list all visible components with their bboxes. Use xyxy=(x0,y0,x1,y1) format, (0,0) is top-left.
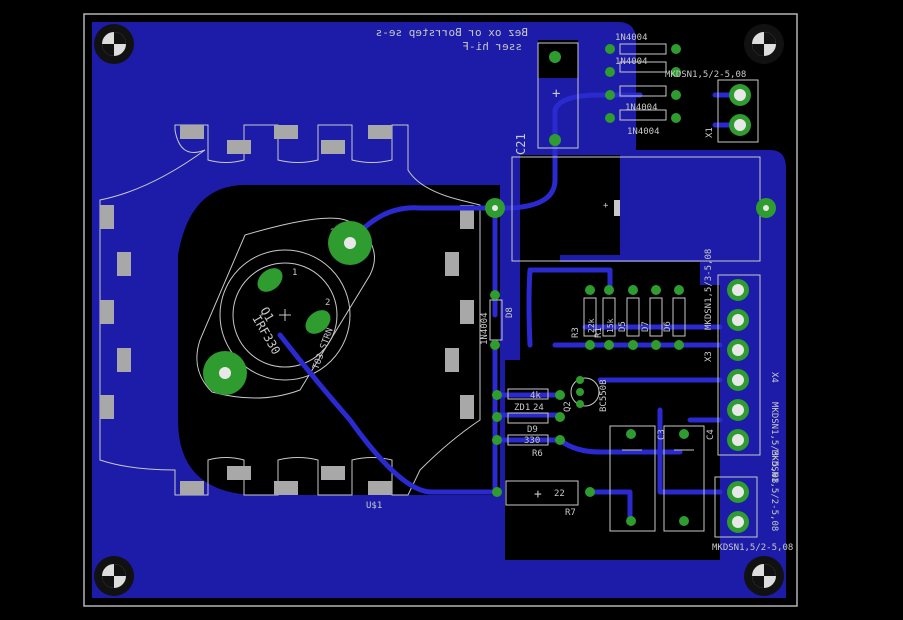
c21-plus: + xyxy=(603,201,609,211)
conn-bottom-pins xyxy=(727,481,749,533)
c3-outline xyxy=(609,425,656,532)
r-4k-label: 4k xyxy=(530,391,541,401)
r3-value: 22k xyxy=(587,318,596,333)
r7-outline xyxy=(505,480,579,506)
r-330-label: 330 xyxy=(524,436,540,446)
conn-bottom-a-label: MKDSN1,5/2-5,08 xyxy=(769,450,779,531)
c21-small-outline xyxy=(537,42,579,149)
conn-mid-pins xyxy=(727,279,749,451)
mirrored-note-line2: sser hi-F xyxy=(462,40,522,53)
mirrored-note-line1: Bez ox or Borrstep se-s xyxy=(376,26,528,39)
d8-value: 1N4004 xyxy=(480,312,490,345)
x4-label: X4 xyxy=(769,372,779,383)
d9-label: D9 xyxy=(527,425,538,435)
isolation-heatsink-area xyxy=(178,185,500,495)
heatsink-outline xyxy=(99,124,481,496)
mounting-hole-bottom-left xyxy=(94,556,134,596)
d5-label: D5 xyxy=(618,321,628,332)
q2-pad-3 xyxy=(576,400,584,408)
conn-top-label: MKDSN1,5/2-5,08 xyxy=(665,70,746,80)
c4-pad-a xyxy=(679,429,689,439)
q1-outline xyxy=(196,217,375,399)
r-24-label: 24 xyxy=(533,403,544,413)
zd1-label: ZD1 xyxy=(514,403,530,413)
c21-small-plus: + xyxy=(552,86,560,102)
resistor-diode-bank xyxy=(583,285,686,350)
c4-outline xyxy=(663,425,705,532)
r3-label: R3 xyxy=(571,327,581,338)
conn-mid-a-label: MKDSN1,5/3-5,08 xyxy=(704,249,714,330)
q1-pin2: 2 xyxy=(325,298,330,308)
d8-label: D8 xyxy=(505,307,515,318)
d8-pad-b xyxy=(490,340,500,350)
mounting-hole-bottom-right xyxy=(744,556,784,596)
q2-pad-1 xyxy=(576,376,584,384)
conn-bottom-b-label: MKDSN1,5/2-5,08 xyxy=(712,543,793,553)
x3-label: X3 xyxy=(704,351,714,362)
d8-outline xyxy=(489,299,503,341)
x1-label: X1 xyxy=(705,127,715,138)
traces xyxy=(277,92,743,523)
top-diodes xyxy=(605,43,681,123)
c21-label: C21 xyxy=(514,133,528,155)
r6-label: R6 xyxy=(532,449,543,459)
diode-label-4: 1N4004 xyxy=(627,127,660,137)
r7-value: 22 xyxy=(554,489,565,499)
x1-pins xyxy=(729,84,751,136)
q1-pad-gate xyxy=(257,268,283,292)
q1-inner-circle xyxy=(232,262,338,368)
q2-outline xyxy=(570,377,600,407)
c3-pad-b xyxy=(626,516,636,526)
r1-label: R1 xyxy=(594,327,604,338)
d7-label: D7 xyxy=(641,321,651,332)
diode-label-1: 1N4004 xyxy=(615,33,648,43)
r7-pad-a xyxy=(492,487,502,497)
conn-mid-outline xyxy=(717,274,761,456)
r1-value: 15k xyxy=(606,318,615,333)
r7-pad-b xyxy=(585,487,595,497)
isolation-right-channel xyxy=(520,155,700,285)
heatsink-label: U$1 xyxy=(366,501,382,511)
c4-label: C4 xyxy=(706,429,716,440)
q2-value: BC550B xyxy=(599,379,609,412)
conn-mid-b-label: MKDSN1,5/3-5,08 xyxy=(769,402,779,483)
heatsink-fins xyxy=(100,125,474,495)
q2-pad-2 xyxy=(576,388,584,396)
c21-small-pad-b xyxy=(549,134,561,146)
q1-pin1: 1 xyxy=(292,268,297,278)
c21-polarity-mark xyxy=(614,200,620,216)
r7-plus: + xyxy=(534,487,542,502)
c21-small-pad-a xyxy=(549,51,561,63)
d6-label: D6 xyxy=(663,321,673,332)
mounting-hole-top-left xyxy=(94,24,134,64)
conn-bottom-outline xyxy=(714,476,758,538)
q1-label: Q1 xyxy=(257,305,276,325)
isolation-lower-region xyxy=(505,360,720,560)
x1-outline xyxy=(717,79,759,143)
diode-label-3: 1N4004 xyxy=(625,103,658,113)
c4-pad-b xyxy=(679,516,689,526)
c3-label: C3 xyxy=(657,429,667,440)
d8-pad-a xyxy=(490,290,500,300)
board-outline xyxy=(83,13,798,607)
mounting-hole-top-right xyxy=(744,24,784,64)
r7-label: R7 xyxy=(565,508,576,518)
small-resistors xyxy=(492,388,565,446)
c3-pad-a xyxy=(626,429,636,439)
q1-pad-source xyxy=(305,310,331,334)
diode-label-2: 1N4004 xyxy=(615,57,648,67)
q1-body-circle xyxy=(219,249,351,381)
q2-label: Q2 xyxy=(563,401,573,412)
